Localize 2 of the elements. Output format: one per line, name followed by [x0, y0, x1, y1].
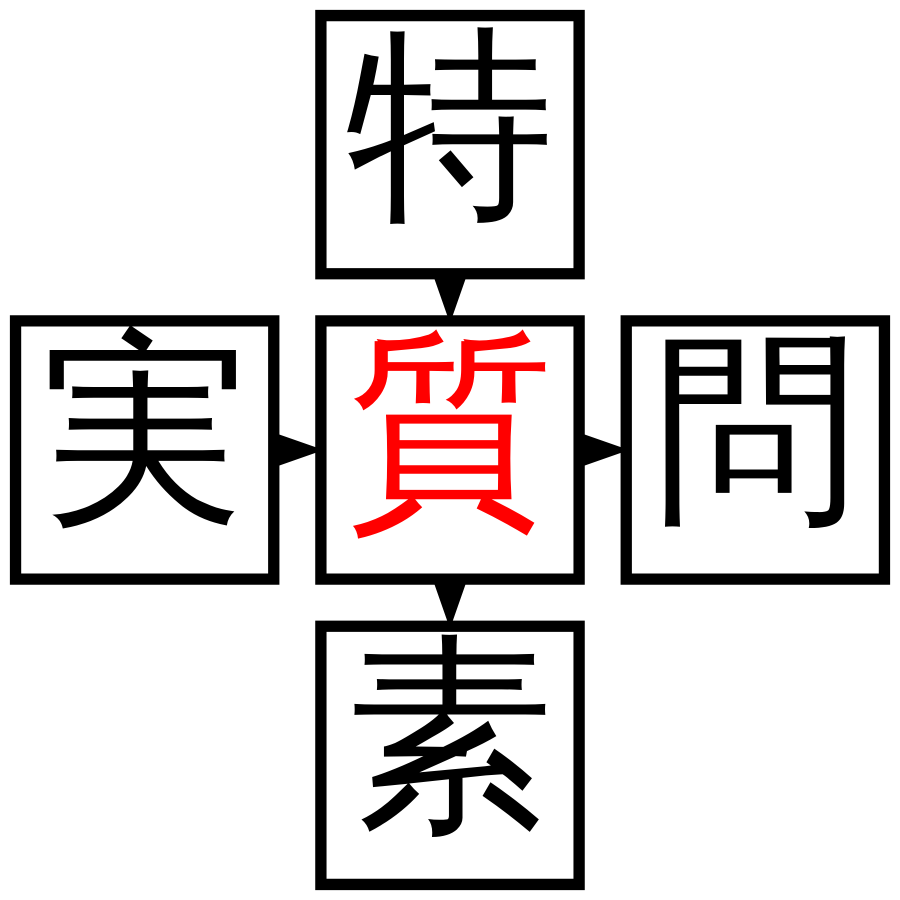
node-box: 問 [620, 315, 890, 585]
node-box: 素 [315, 620, 585, 890]
